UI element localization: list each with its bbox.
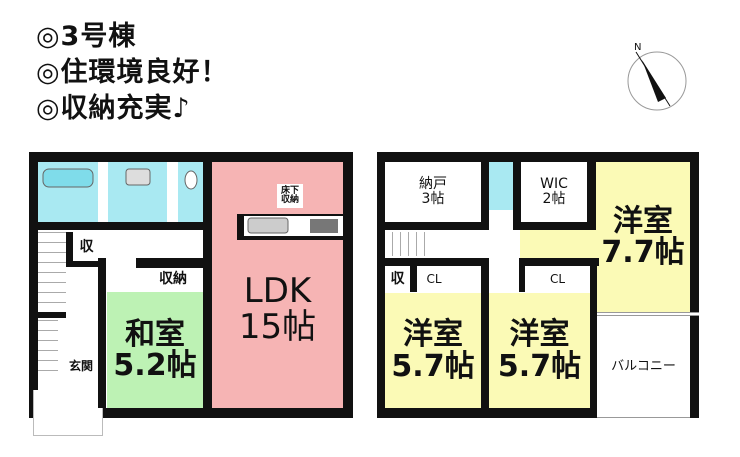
room-western-5-7-left: 洋室 5.7帖 — [385, 293, 481, 408]
room-western-7-7: 洋室 7.7帖 — [596, 162, 690, 312]
room-nando: 納戸 3帖 — [385, 162, 481, 222]
nando-name: 納戸 — [419, 176, 447, 193]
closet-1f: 収 — [73, 233, 100, 261]
wic-name: WIC — [540, 176, 568, 193]
cl-right: CL — [525, 266, 590, 292]
cl-left: CL — [417, 266, 451, 292]
room-57-left-size: 5.7帖 — [391, 348, 475, 384]
balcony-label: バルコニー — [611, 358, 676, 374]
stairs-2f — [385, 232, 427, 256]
storage-1f: 収納 — [143, 268, 203, 290]
room-77-name: 洋室 — [613, 203, 673, 239]
closet-2f: 収 — [385, 266, 410, 292]
washitsu-size: 5.2帖 — [113, 348, 197, 383]
compass: N — [622, 42, 692, 114]
bathroom — [38, 162, 98, 222]
room-57-right-size: 5.7帖 — [497, 348, 582, 384]
washitsu-name: 和室 — [125, 316, 185, 352]
room-wic: WIC 2帖 — [521, 162, 587, 222]
bathtub-icon — [42, 168, 94, 188]
room-57-right-name: 洋室 — [509, 317, 570, 352]
stairs-1f — [38, 232, 66, 312]
underfloor-storage-label: 床下 収納 — [277, 184, 303, 208]
sink-icon — [125, 168, 150, 186]
compass-north-label: N — [634, 42, 642, 53]
toilet-icon — [184, 170, 198, 190]
toilet-2f — [489, 162, 513, 210]
compass-icon — [627, 51, 687, 111]
headline-building: ◎3号棟 — [36, 21, 137, 52]
wic-size: 2帖 — [542, 191, 566, 207]
ldk-size: 15帖 — [238, 307, 317, 347]
room-57-left-name: 洋室 — [403, 317, 463, 352]
nando-size: 3帖 — [421, 191, 445, 207]
entrance-porch — [33, 390, 103, 436]
balcony: バルコニー — [597, 316, 690, 418]
washroom — [108, 162, 167, 222]
ldk-name: LDK — [243, 271, 312, 312]
toilet-1f — [178, 162, 204, 222]
room-western-5-7-right: 洋室 5.7帖 — [489, 293, 590, 408]
headline-environment: ◎住環境良好！ — [36, 57, 229, 88]
genkan-label: 玄関 — [68, 358, 93, 373]
headline-storage: ◎収納充実♪ — [36, 93, 191, 124]
kitchen-sink-stove-icon — [247, 217, 338, 234]
room-ldk: LDK 15帖 — [212, 162, 343, 408]
room-washitsu: 和室 5.2帖 — [107, 292, 203, 408]
room-77-size: 7.7帖 — [601, 235, 685, 270]
kitchen-counter — [244, 216, 343, 236]
